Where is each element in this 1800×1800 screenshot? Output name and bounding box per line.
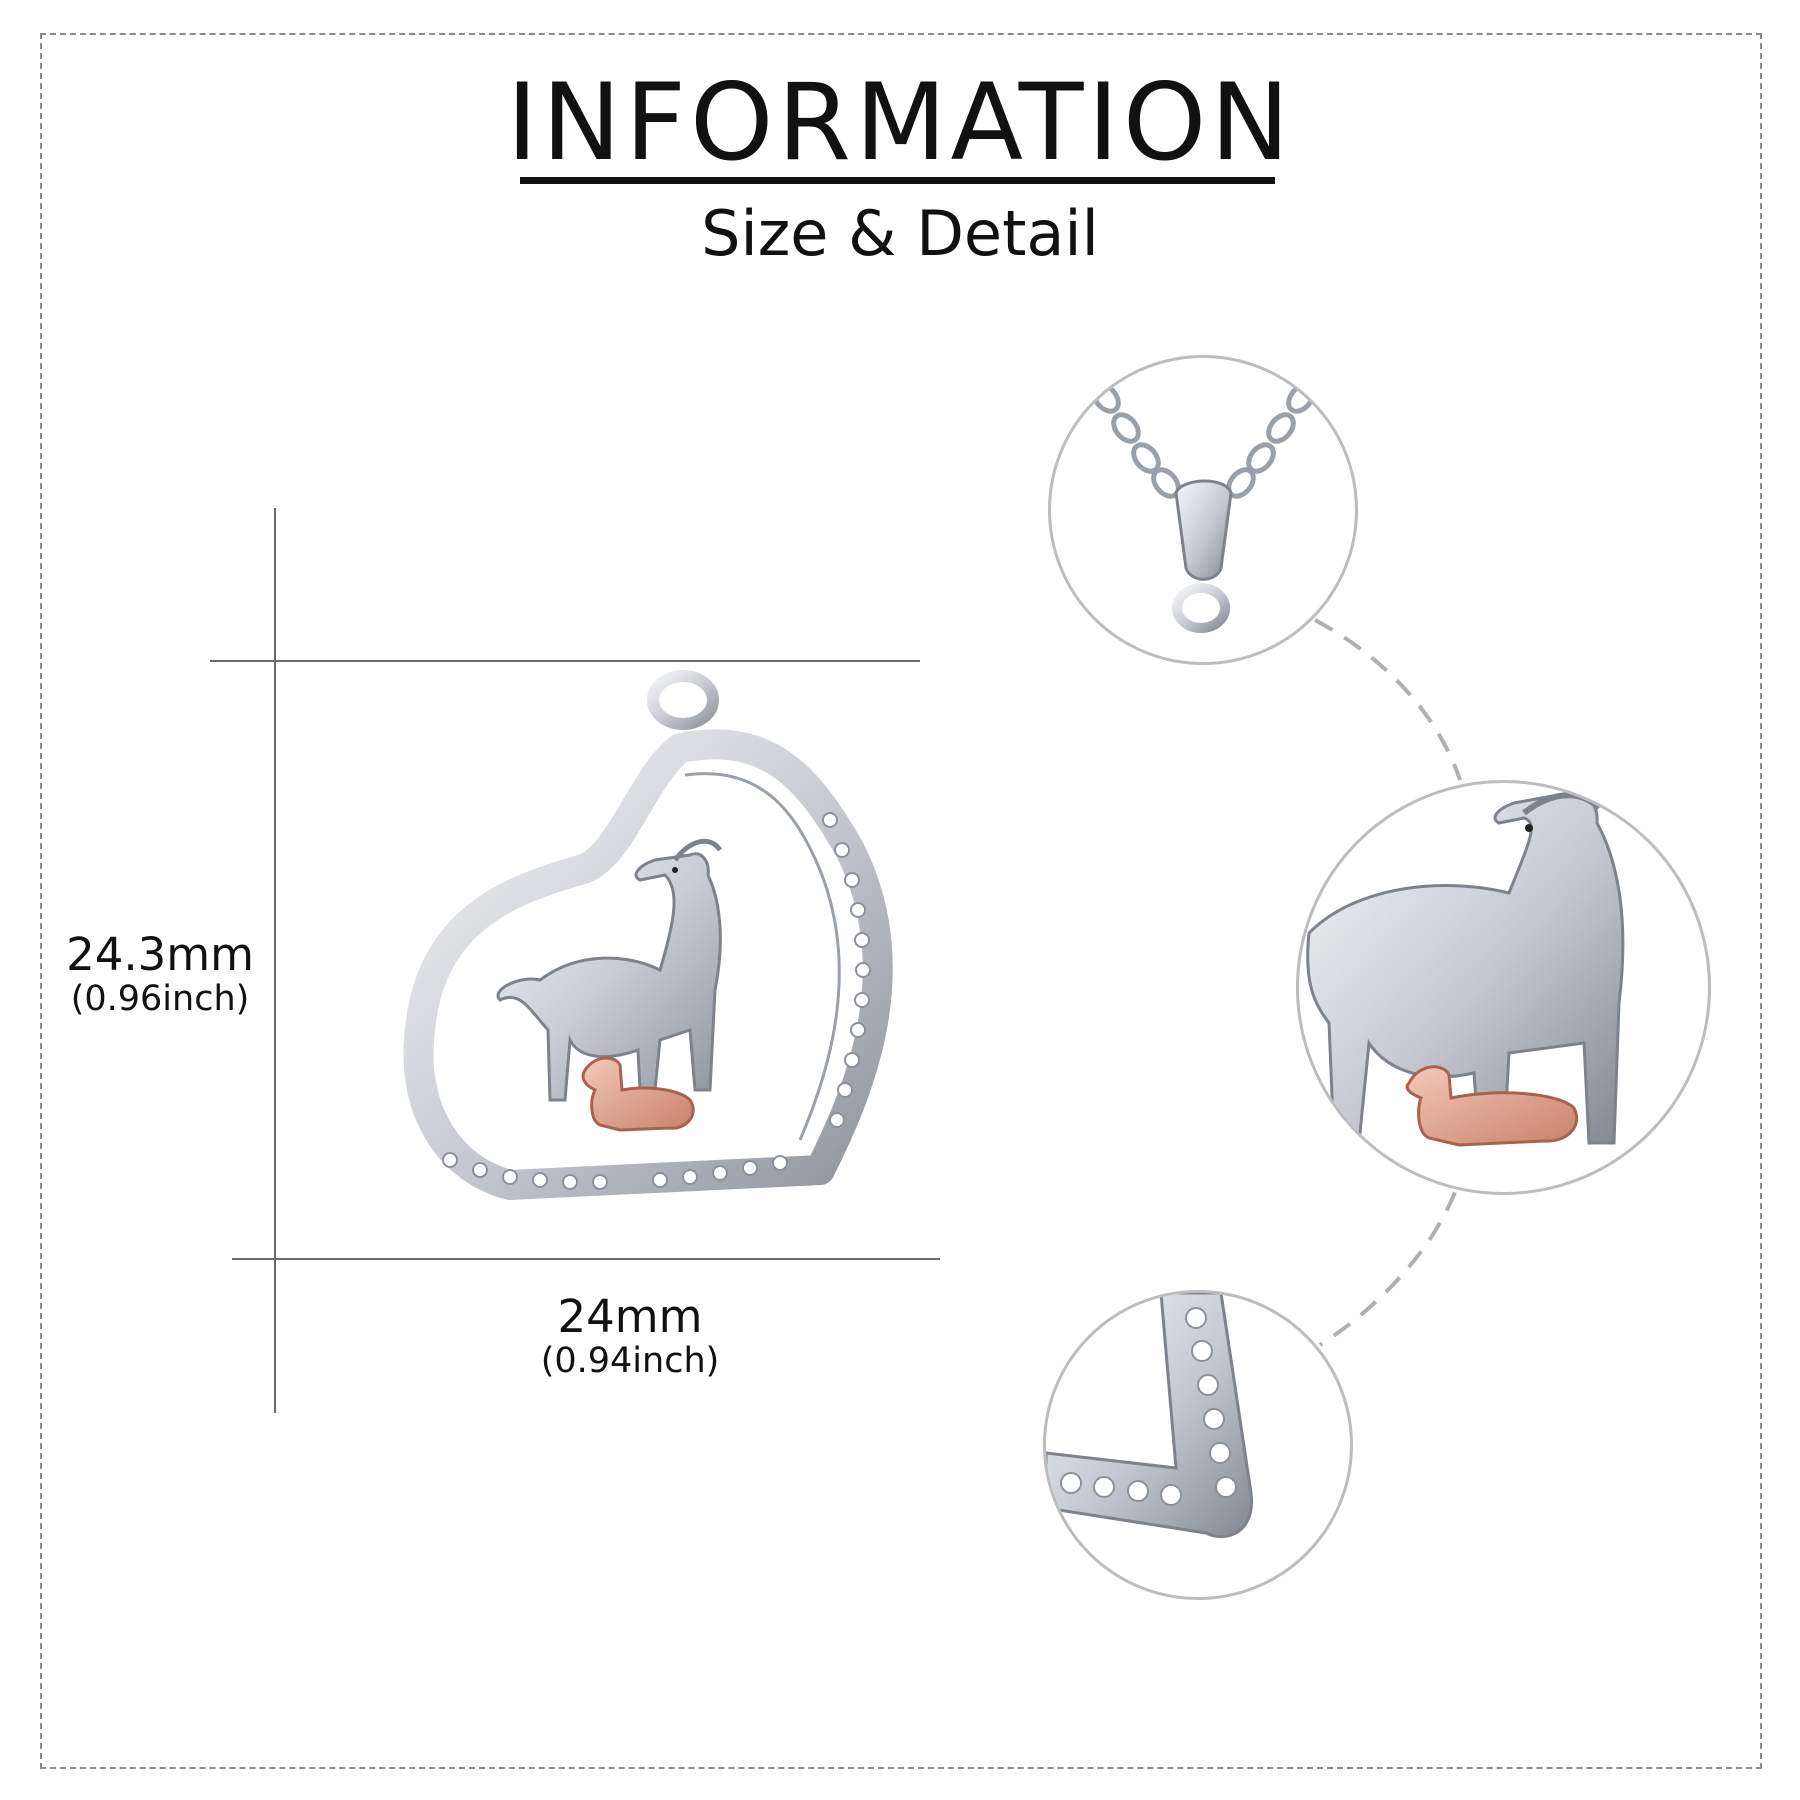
- width-mm: 24mm: [557, 1290, 703, 1343]
- bottom-guide-line: [232, 1258, 940, 1260]
- page-title: INFORMATION: [506, 61, 1294, 184]
- top-guide-line: [210, 660, 920, 662]
- width-inch: (0.94inch): [540, 1340, 720, 1381]
- page-subtitle: Size & Detail: [701, 197, 1099, 270]
- stones-closeup-circle: [1043, 1290, 1353, 1600]
- height-inch: (0.96inch): [70, 978, 250, 1019]
- goat-closeup-circle: [1296, 780, 1711, 1195]
- page-frame: [40, 33, 1762, 1769]
- height-label: 24.3mm (0.96inch): [60, 930, 260, 1018]
- vertical-guide-line: [274, 508, 276, 1413]
- bail-closeup-circle: [1048, 355, 1358, 665]
- width-label: 24mm (0.94inch): [520, 1292, 740, 1380]
- title-underline: [520, 177, 1275, 184]
- height-mm: 24.3mm: [66, 928, 254, 981]
- heart-goat-pendant-image: [390, 670, 930, 1260]
